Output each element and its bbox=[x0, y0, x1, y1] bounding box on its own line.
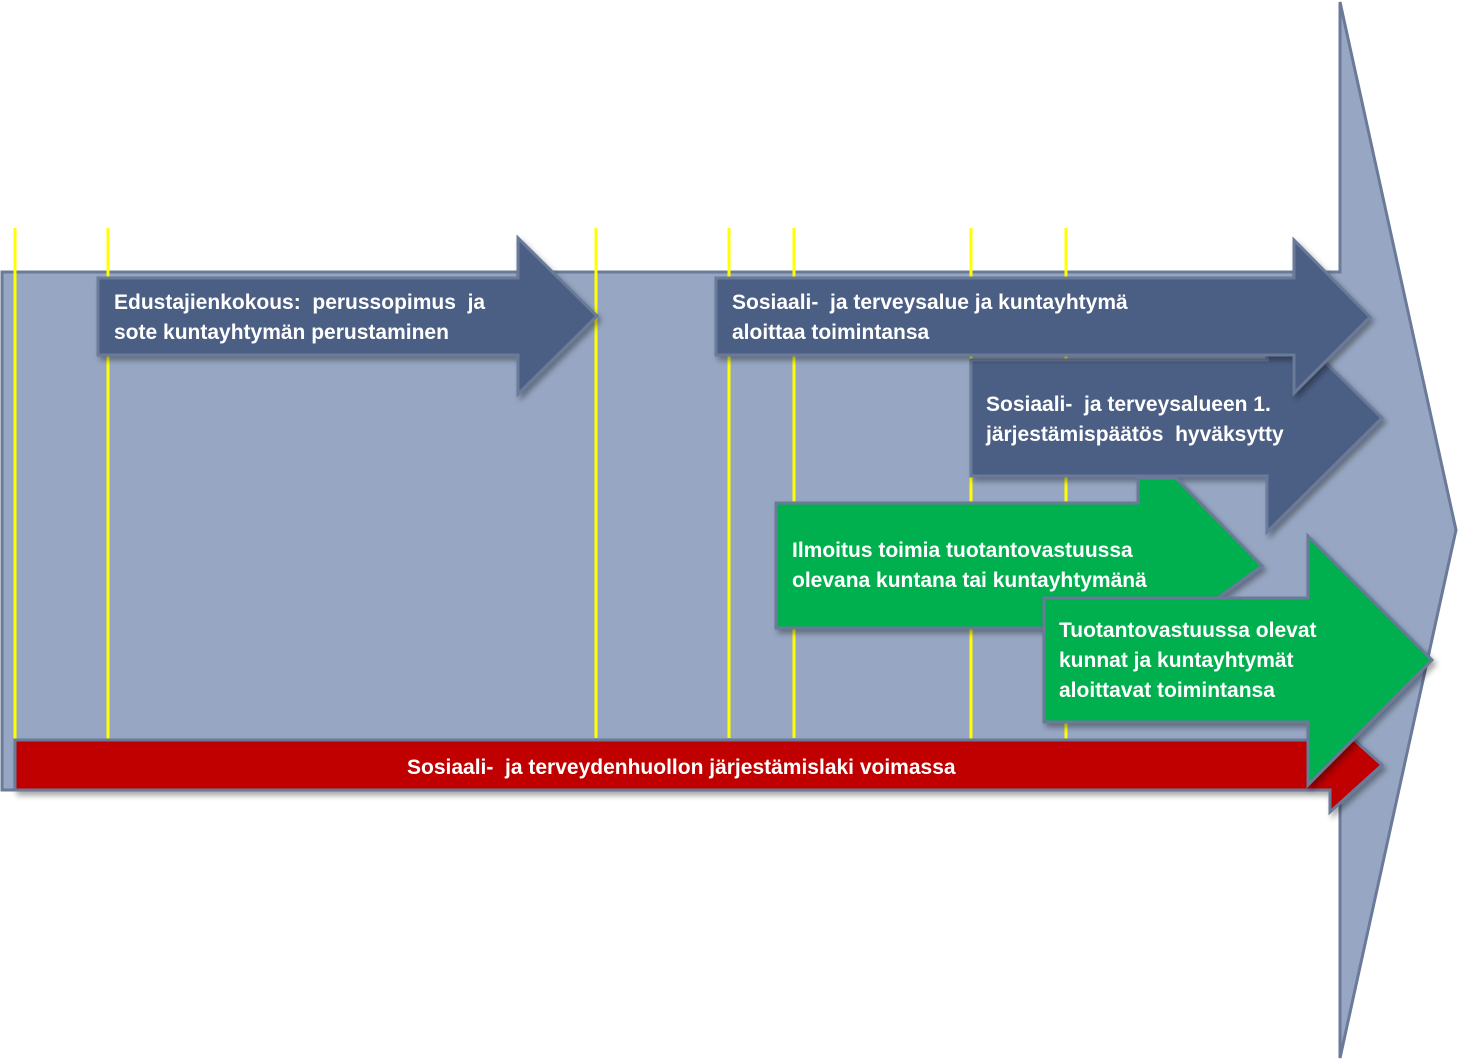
ilmoitus-label-line2: olevana kuntana tai kuntayhtymänä bbox=[792, 569, 1147, 592]
tuotanto-label-line2: kunnat ja kuntayhtymät bbox=[1059, 649, 1294, 672]
arrow-edustajienkokous bbox=[96, 234, 600, 398]
blue-arrow-shape bbox=[96, 234, 600, 398]
blue-arrow-shape bbox=[714, 236, 1373, 397]
aloittaa-label-line2: aloittaa toimintansa bbox=[732, 321, 930, 344]
ilmoitus-label-line1: Ilmoitus toimia tuotantovastuussa bbox=[792, 539, 1133, 562]
edustajienkokous-label-line1: Edustajienkokous: perussopimus ja bbox=[114, 291, 485, 314]
arrow-ilmoitus bbox=[774, 476, 1265, 630]
jarjestamispaatos-label-line2: järjestämispäätös hyväksytty bbox=[985, 423, 1284, 446]
arrow-tuotantovastuu bbox=[1042, 532, 1435, 789]
laki-voimassa-label: Sosiaali- ja terveydenhuollon järjestämi… bbox=[407, 756, 956, 779]
arrow-aloittaa-toimintansa bbox=[714, 236, 1373, 397]
green-arrow-shape bbox=[1042, 532, 1435, 789]
edustajienkokous-label-line2: sote kuntayhtymän perustaminen bbox=[114, 321, 449, 344]
green-arrow-shape bbox=[774, 476, 1265, 630]
tuotanto-label-line1: Tuotantovastuussa olevat bbox=[1059, 619, 1317, 642]
aloittaa-label-line1: Sosiaali- ja terveysalue ja kuntayhtymä bbox=[732, 291, 1128, 314]
jarjestamispaatos-label-line1: Sosiaali- ja terveysalueen 1. bbox=[986, 393, 1271, 416]
tuotanto-label-line3: aloittavat toimintansa bbox=[1059, 679, 1275, 702]
